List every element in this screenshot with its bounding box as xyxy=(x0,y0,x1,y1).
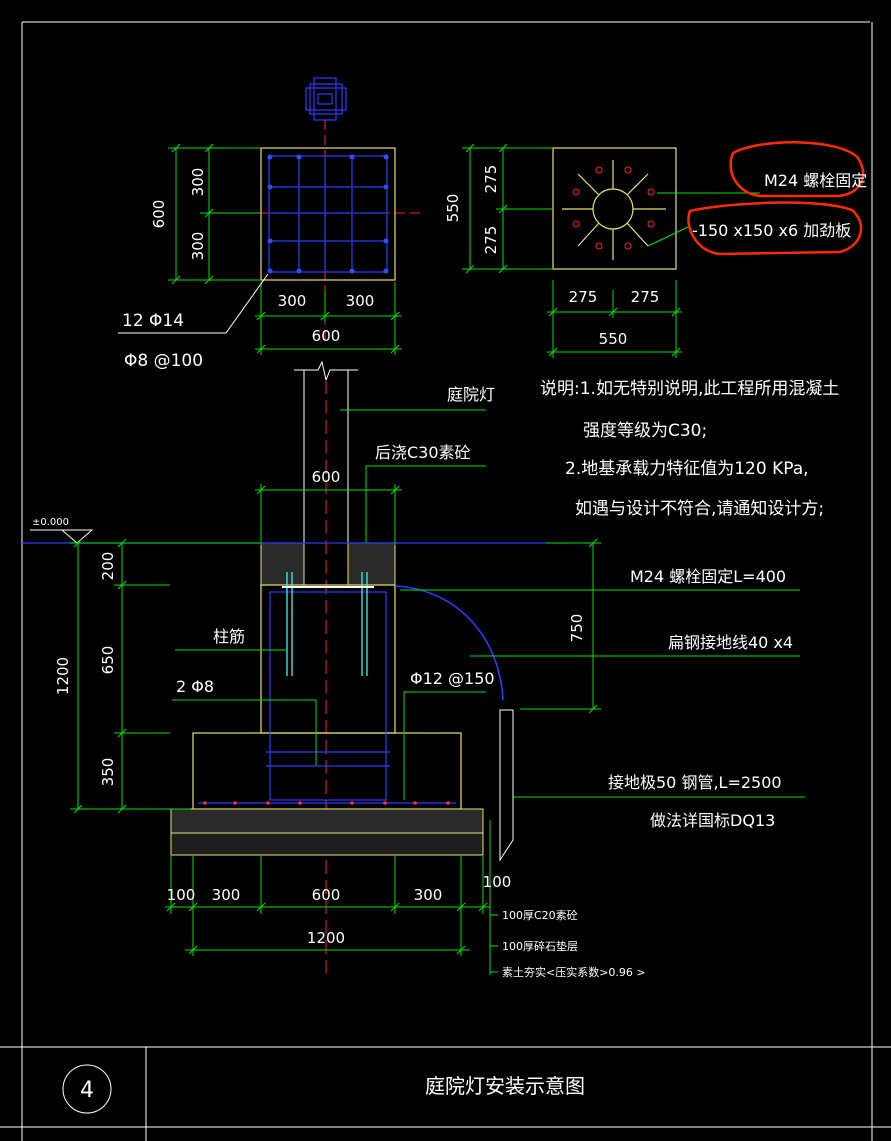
plan-right-dim-btotal: 550 xyxy=(599,330,628,348)
plan-right xyxy=(462,141,865,358)
plan-left-rebar-main: 12 Φ14 xyxy=(122,311,184,331)
dim-b1200: 1200 xyxy=(307,929,345,947)
plan-left-dim-br: 300 xyxy=(346,292,375,310)
plan-left-rebar-stirrup: Φ8 @100 xyxy=(124,351,203,371)
sheet-frame xyxy=(0,21,891,1141)
drawing-title: 庭院灯安装示意图 xyxy=(425,1074,585,1098)
dim-b300-right: 300 xyxy=(414,886,443,904)
plan-left-dim-btotal: 600 xyxy=(312,327,341,345)
plan-left-dim-total: 600 xyxy=(150,200,168,229)
label-bolt-len: M24 螺栓固定L=400 xyxy=(630,567,786,586)
plan-left-dim-bottom: 300 xyxy=(189,232,207,261)
label-column-bar: 柱筋 xyxy=(213,627,245,646)
plan-right-dim-bl: 275 xyxy=(569,288,598,306)
plan-right-dim-total: 550 xyxy=(444,194,462,223)
plan-right-dim-bottom: 275 xyxy=(482,226,500,255)
label-phi12: Φ12 @150 xyxy=(410,669,495,688)
label-ground-rod: 接地极50 钢管,L=2500 xyxy=(608,773,782,792)
plan-right-dim-top: 275 xyxy=(482,165,500,194)
layer-3: 素土夯实<压实系数>0.96 > xyxy=(502,965,646,979)
plan-left-dim-top: 300 xyxy=(189,168,207,197)
layer-2: 100厚碎石垫层 xyxy=(502,939,578,953)
label-2phi8: 2 Φ8 xyxy=(176,677,214,696)
label-std: 做法详国标DQ13 xyxy=(650,811,775,830)
dim-200: 200 xyxy=(99,552,117,581)
dim-top-600: 600 xyxy=(312,468,341,486)
callout-bolt: M24 螺栓固定 xyxy=(764,171,867,190)
plan-right-dim-br: 275 xyxy=(631,288,660,306)
dim-350: 350 xyxy=(99,758,117,787)
label-grout: 后浇C30素砼 xyxy=(375,443,471,462)
label-flat-steel: 扁钢接地线40 x4 xyxy=(668,633,793,652)
dim-650: 650 xyxy=(99,646,117,675)
note-line4: 如遇与设计不符合,请通知设计方; xyxy=(575,499,824,519)
label-lamp: 庭院灯 xyxy=(447,385,495,404)
callout-plate: -150 x150 x6 加劲板 xyxy=(692,221,851,240)
note-line3: 2.地基承载力特征值为120 KPa, xyxy=(565,459,809,479)
dim-b300-left: 300 xyxy=(212,886,241,904)
elevation-mark: ±0.000 xyxy=(32,517,69,528)
layer-1: 100厚C20素砼 xyxy=(502,909,578,922)
note-line1: 说明:1.如无特别说明,此工程所用混凝土 xyxy=(540,379,839,399)
dim-750: 750 xyxy=(568,614,586,643)
detail-number: 4 xyxy=(80,1078,94,1103)
plan-left xyxy=(118,77,420,355)
detail-circle xyxy=(62,1064,112,1114)
dim-1200-vertical: 1200 xyxy=(54,657,72,695)
section-view xyxy=(22,360,805,980)
plan-left-dim-bl: 300 xyxy=(278,292,307,310)
dim-b600: 600 xyxy=(312,886,341,904)
dim-b100-left: 100 xyxy=(167,886,196,904)
note-line2: 强度等级为C30; xyxy=(583,421,707,441)
dim-b100-right: 100 xyxy=(483,873,512,891)
